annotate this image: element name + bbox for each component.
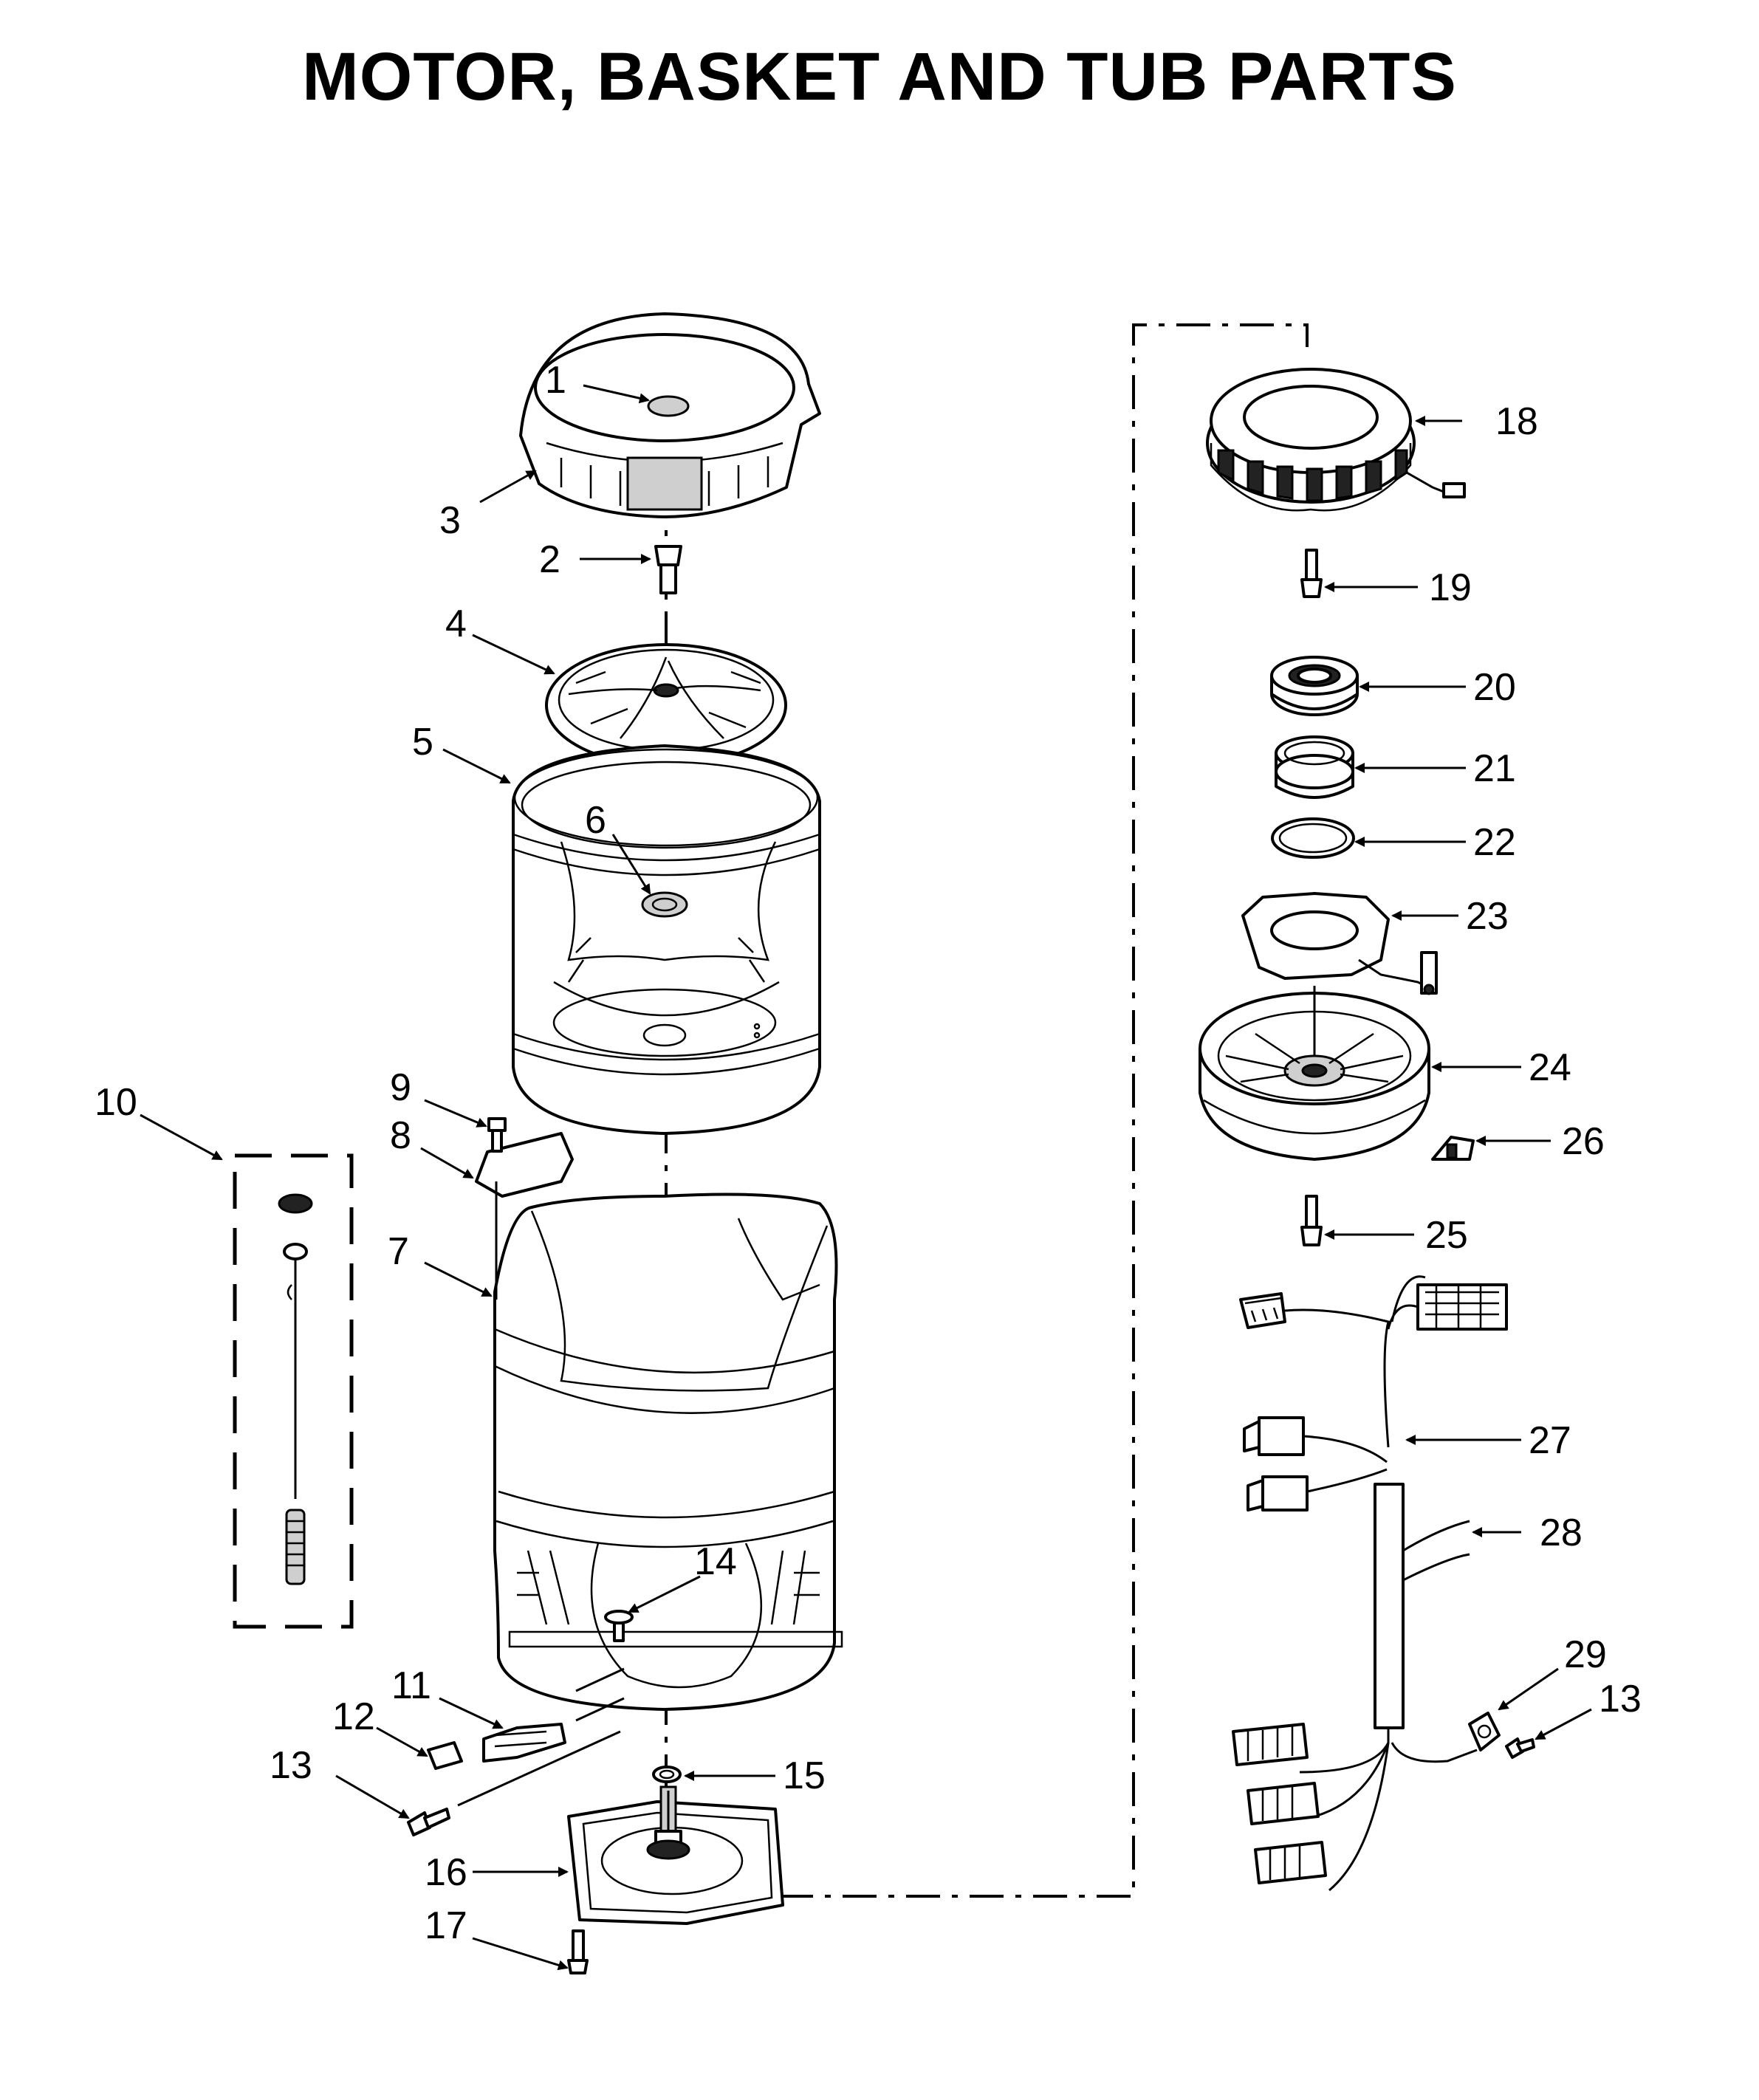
part-24-rotor	[1199, 986, 1430, 1161]
callout-13-right: 13	[1599, 1678, 1642, 1720]
part-29-clamp	[1468, 1712, 1501, 1751]
part-2-bolt	[654, 545, 682, 594]
part-13-screw-left	[407, 1808, 450, 1836]
part-9-screw	[487, 1117, 507, 1153]
part-16-drive-hub	[567, 1785, 784, 1925]
callout-12: 12	[332, 1695, 375, 1738]
callout-1: 1	[545, 359, 566, 402]
callout-28: 28	[1540, 1511, 1583, 1554]
callout-17: 17	[425, 1904, 467, 1947]
part-27-wire-harness	[1232, 1275, 1508, 1892]
callout-22: 22	[1473, 821, 1516, 864]
part-25-bolt	[1300, 1195, 1323, 1246]
part-6-hub-nut	[641, 891, 688, 1047]
callout-10: 10	[95, 1081, 137, 1124]
part-13-screw-right	[1505, 1737, 1535, 1759]
callout-11: 11	[391, 1664, 431, 1707]
part-18-stator	[1206, 368, 1466, 512]
part-26-clip	[1431, 1136, 1475, 1161]
callout-24: 24	[1529, 1046, 1571, 1089]
part-10-suspension-rod-kit	[233, 1153, 354, 1629]
callout-18: 18	[1495, 400, 1538, 443]
part-19-bolt	[1300, 549, 1323, 598]
callout-14: 14	[694, 1540, 737, 1583]
callout-21: 21	[1473, 747, 1516, 790]
part-17-bolt	[567, 1929, 589, 1974]
callout-25: 25	[1425, 1214, 1468, 1257]
callout-9: 9	[390, 1066, 411, 1109]
part-11-heater	[457, 1667, 625, 1807]
callout-8: 8	[390, 1114, 411, 1157]
callout-3: 3	[439, 499, 461, 542]
callout-23: 23	[1466, 895, 1509, 938]
callout-6: 6	[585, 799, 606, 842]
callout-2: 2	[539, 538, 560, 581]
callout-27: 27	[1529, 1419, 1571, 1462]
leader-lines	[140, 384, 1592, 1971]
callout-19: 19	[1429, 566, 1472, 609]
callout-4: 4	[445, 603, 467, 645]
part-14-fitting	[604, 1610, 634, 1642]
callout-15: 15	[783, 1754, 826, 1797]
callout-26: 26	[1562, 1120, 1605, 1163]
part-15-o-ring	[652, 1766, 682, 1783]
callout-29: 29	[1564, 1633, 1607, 1676]
part-22-ring	[1271, 817, 1355, 859]
callout-5: 5	[412, 721, 433, 764]
part-7-outer-tub	[493, 1193, 843, 1711]
part-5-basket	[512, 744, 821, 1135]
part-1-cap	[647, 395, 690, 417]
part-4-impeller	[545, 643, 787, 767]
page-title: MOTOR, BASKET AND TUB PARTS	[302, 39, 1457, 114]
callout-7: 7	[388, 1230, 409, 1273]
part-20-bearing	[1270, 656, 1359, 716]
callout-labels: 1 3 2 4 5 6 9 10 8 7 14 11 12 13 15 16 1…	[95, 359, 1642, 1947]
part-12-clip	[427, 1741, 463, 1770]
callout-20: 20	[1473, 666, 1516, 709]
part-23-hall-sensor-bracket	[1241, 892, 1438, 995]
callout-13-left: 13	[270, 1744, 312, 1787]
callout-16: 16	[425, 1851, 467, 1894]
part-21-seal	[1275, 735, 1354, 799]
